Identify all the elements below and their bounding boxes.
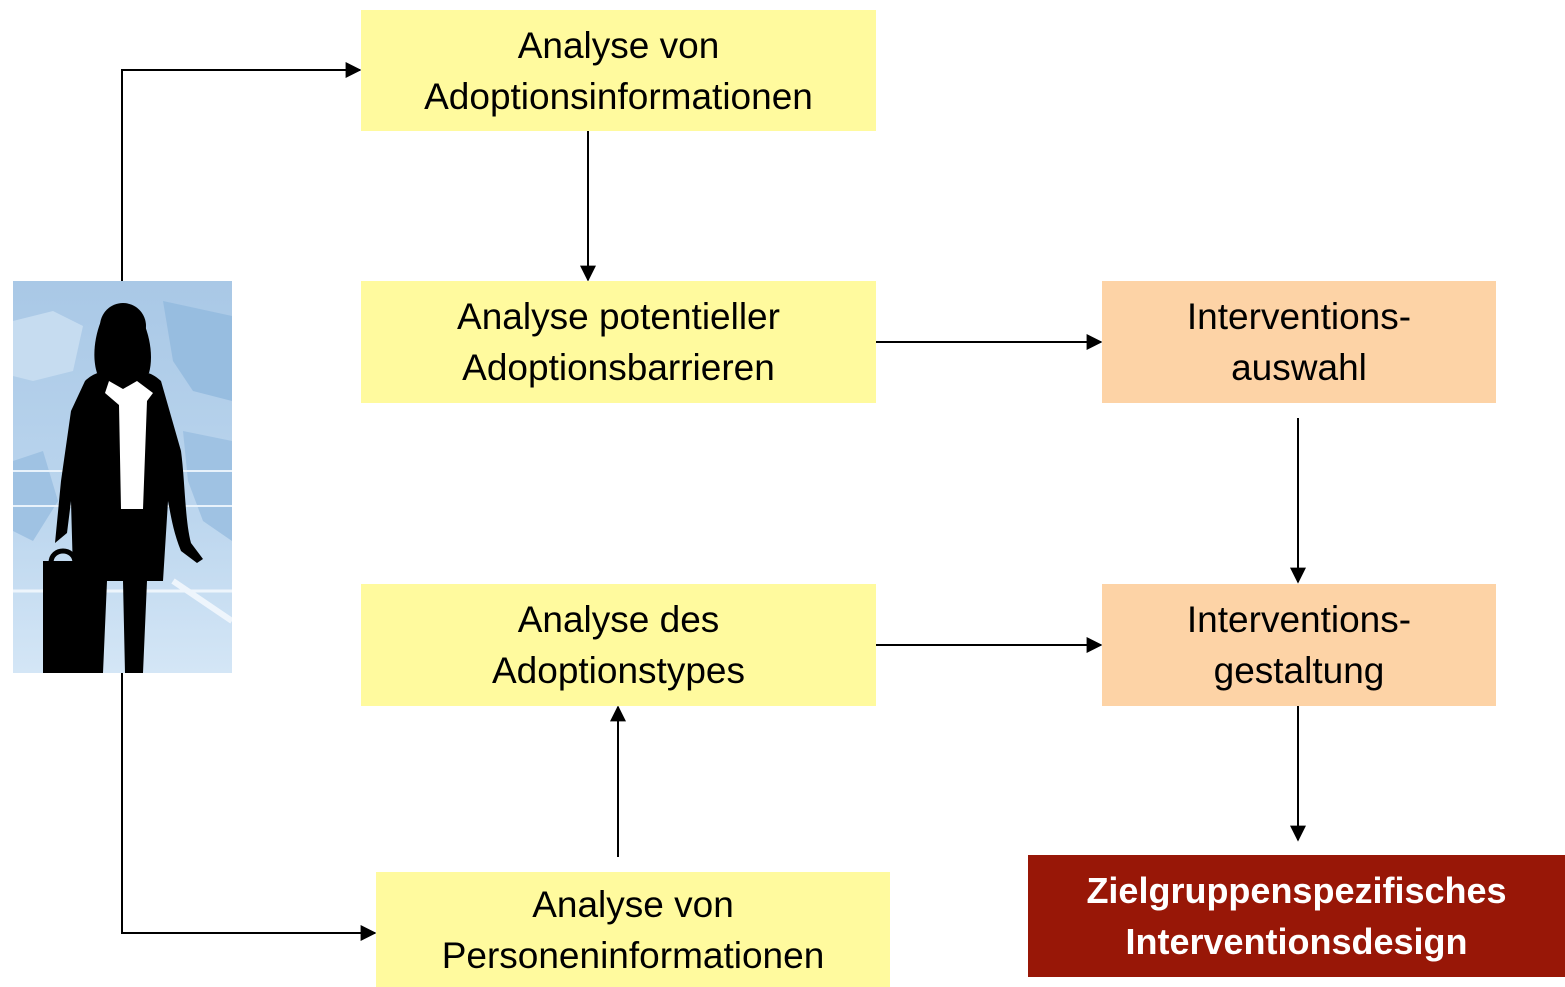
arrow-person-to-person-info bbox=[121, 673, 377, 941]
node-label-line1: Analyse von bbox=[517, 24, 720, 66]
node-label-line2: Personeninformationen bbox=[441, 934, 825, 976]
node-label-line1: Interventions- bbox=[1186, 599, 1412, 640]
person-info-node: Analyse von Personeninformationen bbox=[376, 872, 890, 987]
adoption-type-node: Analyse des Adoptionstypes bbox=[361, 584, 876, 706]
adoption-info-node: Analyse von Adoptionsinformationen bbox=[361, 10, 876, 131]
node-label-line2: auswahl bbox=[1231, 347, 1367, 388]
adoption-barriers-node: Analyse potentieller Adoptionsbarrieren bbox=[361, 281, 876, 403]
targeted-intervention-design-result: Zielgruppenspezifisches Interventionsdes… bbox=[1028, 855, 1565, 977]
arrow-person-to-adoption-info bbox=[121, 62, 362, 281]
node-label-line2: Adoptionsbarrieren bbox=[462, 347, 775, 388]
intervention-selection-node: Interventions- auswahl bbox=[1102, 281, 1496, 403]
node-label-line1: Analyse von bbox=[532, 883, 734, 925]
node-label-line2: Adoptionsinformationen bbox=[424, 75, 813, 117]
intervention-design-step-node: Interventions- gestaltung bbox=[1102, 584, 1496, 706]
node-label-line2: gestaltung bbox=[1213, 650, 1385, 691]
node-label-line1: Zielgruppenspezifisches bbox=[1086, 870, 1507, 911]
node-label-line2: Adoptionstypes bbox=[491, 650, 745, 691]
node-label-line1: Analyse des bbox=[517, 599, 720, 640]
node-label-line1: Analyse potentieller bbox=[457, 296, 780, 337]
node-label-line1: Interventions- bbox=[1186, 296, 1412, 337]
businesswoman-silhouette-icon bbox=[13, 281, 232, 673]
node-label-line2: Interventionsdesign bbox=[1125, 921, 1468, 962]
